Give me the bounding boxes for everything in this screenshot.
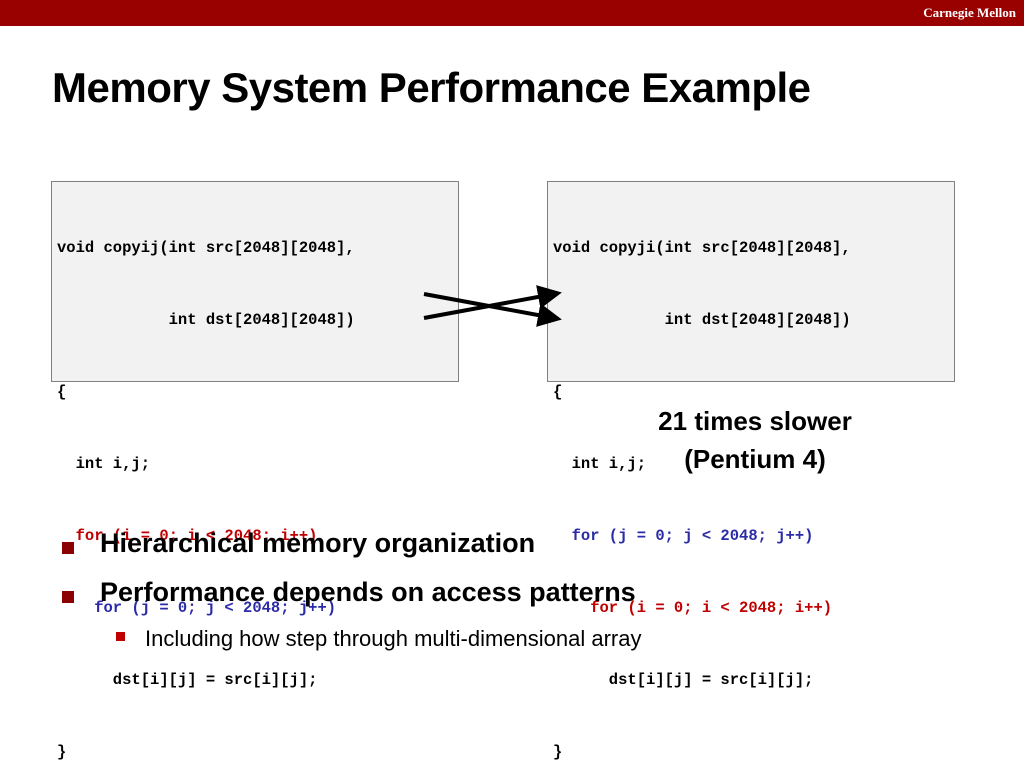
bullet-text: Performance depends on access patterns (100, 577, 636, 607)
sub-bullet-text: Including how step through multi-dimensi… (145, 626, 642, 651)
code-line: dst[i][j] = src[i][j]; (553, 671, 814, 689)
code-block-copyji: void copyji(int src[2048][2048], int dst… (547, 181, 955, 761)
code-line-outer-loop-j: for (j = 0; j < 2048; j++) (553, 527, 814, 545)
code-line-inner-loop-j: for (j = 0; j < 2048; j++) (57, 599, 337, 617)
code-line: int i,j; (553, 455, 647, 473)
crossed-swap-arrows-icon (423, 285, 562, 327)
slowdown-note: 21 times slower (Pentium 4) (590, 402, 920, 478)
slowdown-factor: 21 times slower (658, 406, 852, 436)
square-bullet-icon (116, 632, 125, 641)
code-line: int dst[2048][2048]) (553, 311, 851, 329)
code-line: void copyij(int src[2048][2048], (57, 239, 355, 257)
code-line: int i,j; (57, 455, 151, 473)
code-line: { (57, 383, 67, 401)
code-line: dst[i][j] = src[i][j]; (57, 671, 318, 689)
sub-bullet-item: Including how step through multi-dimensi… (62, 626, 962, 660)
arrow-j-to-outer (423, 285, 562, 320)
code-line: } (553, 743, 563, 761)
slide-title: Memory System Performance Example (52, 64, 811, 111)
code-line: { (553, 383, 563, 401)
code-line: void copyji(int src[2048][2048], (553, 239, 851, 257)
header-bar: Carnegie Mellon (0, 0, 1024, 26)
bullet-item: Performance depends on access patterns (62, 577, 962, 626)
brand-label: Carnegie Mellon (923, 5, 1016, 20)
code-line-inner-loop-i: for (i = 0; i < 2048; i++) (553, 599, 833, 617)
bullet-item: Hierarchical memory organization (62, 528, 962, 577)
bullet-text: Hierarchical memory organization (100, 528, 536, 558)
square-bullet-icon (62, 542, 74, 554)
slowdown-platform: (Pentium 4) (684, 444, 826, 474)
code-line: int dst[2048][2048]) (57, 311, 355, 329)
bullet-list: Hierarchical memory organization Perform… (62, 528, 962, 660)
square-bullet-icon (62, 591, 74, 603)
code-line-outer-loop-i: for (i = 0; i < 2048; i++) (57, 527, 318, 545)
code-line: } (57, 743, 67, 761)
code-block-copyij: void copyij(int src[2048][2048], int dst… (51, 181, 459, 761)
